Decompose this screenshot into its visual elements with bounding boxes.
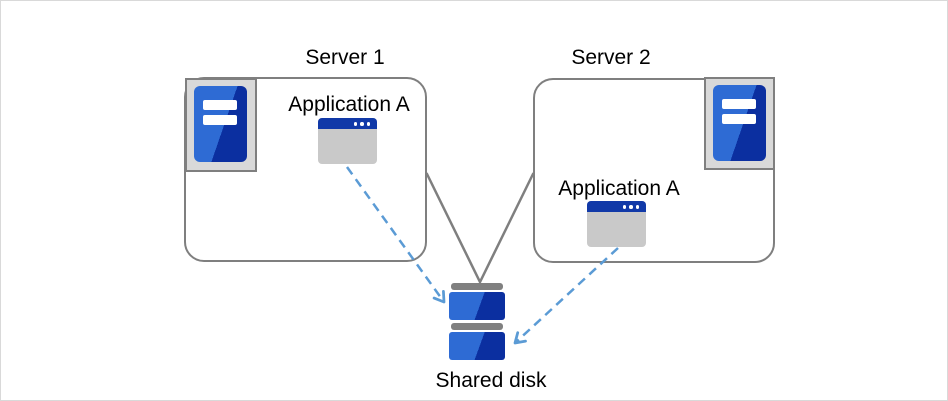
server-tower-chassis (194, 86, 247, 162)
app-window-dot (366, 122, 370, 126)
server2-application-label: Application A (558, 177, 680, 200)
server2-tower-icon (704, 77, 775, 170)
server1-application-label: Application A (288, 93, 410, 116)
shared-disk-icon (449, 283, 505, 361)
server-slot (203, 100, 237, 110)
app-window-dot (353, 122, 357, 126)
server2-label: Server 2 (571, 46, 651, 69)
server-slot (203, 115, 237, 125)
server2-app-window-icon (587, 201, 646, 247)
app-window-titlebar (587, 201, 646, 212)
app-window-dot (629, 205, 633, 209)
app-window-titlebar (318, 118, 377, 129)
server-slot (722, 99, 756, 109)
server-to-disk-v-connector (425, 172, 535, 285)
app-window-dot (622, 205, 626, 209)
app-window-buttons-icon (353, 122, 370, 126)
disk-cap (451, 283, 503, 290)
app-window-buttons-icon (622, 205, 639, 209)
server-slot (722, 114, 756, 124)
server-tower-chassis (713, 85, 766, 161)
shared-disk-label: Shared disk (435, 369, 547, 392)
disk-cap (451, 323, 503, 330)
disk-unit (449, 332, 505, 360)
server1-tower-icon (185, 78, 257, 172)
disk-unit (449, 292, 505, 320)
app-window-dot (360, 122, 364, 126)
server1-label: Server 1 (305, 46, 385, 69)
server1-app-window-icon (318, 118, 377, 164)
app-window-dot (635, 205, 639, 209)
